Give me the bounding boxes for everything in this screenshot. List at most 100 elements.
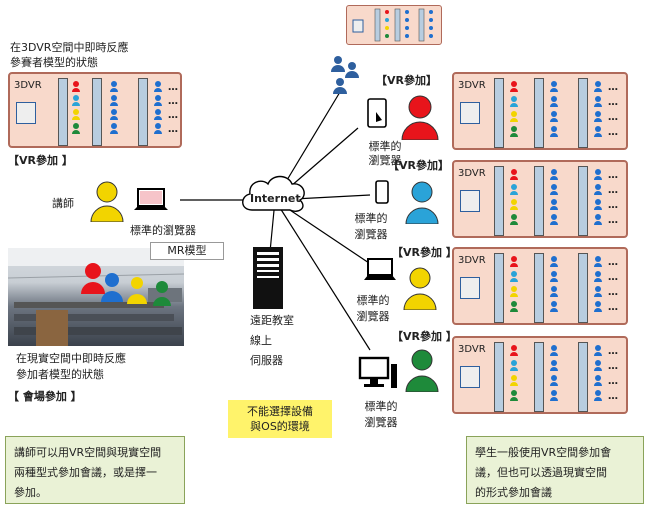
vr-tag-1: 【VR參加】 (376, 74, 437, 87)
avatar-head (551, 271, 557, 277)
avatar-head (551, 301, 557, 307)
ellipsis-marker: … (608, 215, 618, 226)
avatar-head (511, 199, 517, 205)
avatar-body (550, 176, 558, 180)
avatar-head (595, 169, 601, 175)
svg-text:…: … (168, 124, 178, 135)
laptop-icon (364, 258, 396, 282)
avatar-grid: ………… (510, 256, 618, 313)
avatar-head (551, 360, 557, 366)
browser-label-4b: 瀏覽器 (364, 416, 398, 429)
avatar-body (594, 221, 602, 225)
screen-panel (494, 253, 504, 323)
screen-panel (494, 78, 504, 148)
avatar-body (550, 263, 558, 267)
svg-text:…: … (168, 96, 178, 107)
ellipsis-marker: … (608, 200, 618, 211)
avatar-head (595, 360, 601, 366)
ellipsis-marker: … (608, 391, 618, 402)
avatar-head (595, 199, 601, 205)
avatar-body (594, 382, 602, 386)
vr-tag-3: 【VR參加 】 (392, 246, 457, 259)
avatar-body (594, 206, 602, 210)
server-icon (252, 246, 284, 310)
participant-yellow (402, 266, 438, 310)
avatar-head (595, 184, 601, 190)
screen-panel (578, 78, 588, 148)
phone-icon (374, 180, 390, 206)
avatar-body (510, 221, 518, 225)
ellipsis-marker: … (608, 112, 618, 123)
screen-panel (534, 342, 544, 412)
venue-participation: 【 會場參加 】 (8, 390, 82, 403)
participant-green (404, 348, 440, 392)
ellipsis-marker: … (608, 82, 618, 93)
avatar-body (594, 263, 602, 267)
device-note-line1: 不能選擇設備 (247, 405, 313, 418)
avatar-body (550, 88, 558, 92)
avatar-body (550, 191, 558, 195)
avatar-head (511, 345, 517, 351)
screen-panel (578, 342, 588, 412)
screen-panel (534, 253, 544, 323)
avatar-body (550, 308, 558, 312)
lecturer-avatar (90, 180, 124, 222)
svg-text:…: … (168, 110, 178, 121)
caption-real-line1: 在現實空間中即時反應 (16, 352, 126, 365)
avatar-body (510, 263, 518, 267)
avatar-body (510, 88, 518, 92)
laptop-icon (134, 188, 168, 214)
avatar-head (595, 256, 601, 262)
avatar-body (510, 397, 518, 401)
avatar-head (511, 286, 517, 292)
vr-room-label: 3DVR (14, 80, 42, 91)
browser-label-3b: 瀏覽器 (356, 310, 390, 323)
screen-panel (578, 166, 588, 236)
ellipsis-marker: … (608, 185, 618, 196)
vr-room-label: 3DVR (458, 80, 486, 91)
svg-text:…: … (168, 82, 178, 93)
screen-panel (534, 78, 544, 148)
avatar-body (510, 382, 518, 386)
avatar-head (595, 96, 601, 102)
ellipsis-marker: … (608, 97, 618, 108)
note-left-line2: 兩種型式參加會議，或是擇一 (14, 466, 157, 479)
avatar-head (595, 286, 601, 292)
avatar-body (594, 397, 602, 401)
avatar-head (511, 126, 517, 132)
avatar-head (511, 390, 517, 396)
ellipsis-marker: … (608, 376, 618, 387)
avatar-body (550, 293, 558, 297)
avatar-head (595, 111, 601, 117)
screen-panel (578, 253, 588, 323)
tablet-icon (366, 98, 390, 130)
avatar-head (595, 81, 601, 87)
note-left-line1: 講師可以用VR空間與現實空間 (14, 446, 162, 459)
avatar-body (550, 206, 558, 210)
avatar-body (594, 133, 602, 137)
avatar-head (511, 360, 517, 366)
mr-model-box: MR模型 (150, 242, 224, 260)
caption-vr-line1: 在3DVR空間中即時反應 (10, 41, 129, 54)
avatar-body (510, 133, 518, 137)
ellipsis-marker: … (608, 302, 618, 313)
browser-label-1b: 瀏覽器 (368, 154, 402, 167)
avatar-head (551, 169, 557, 175)
vr-room-right: 3DVR………… (452, 72, 628, 150)
avatar-body (510, 308, 518, 312)
avatar-head (551, 96, 557, 102)
vr-room-right: 3DVR………… (452, 336, 628, 414)
internet-label: Internet (250, 192, 301, 205)
ellipsis-marker: … (608, 257, 618, 268)
screen-panel (494, 342, 504, 412)
avatar-head (551, 256, 557, 262)
portrait-frame (460, 366, 480, 388)
browser-label-1a: 標準的 (368, 140, 402, 153)
portrait-frame (460, 102, 480, 124)
mr-model-label: MR模型 (167, 244, 207, 257)
avatar-head (595, 126, 601, 132)
ellipsis-marker: … (608, 346, 618, 357)
avatar-head (511, 214, 517, 220)
browser-label-2a: 標準的 (354, 212, 388, 225)
note-right-line3: 的形式參加會議 (475, 486, 552, 499)
